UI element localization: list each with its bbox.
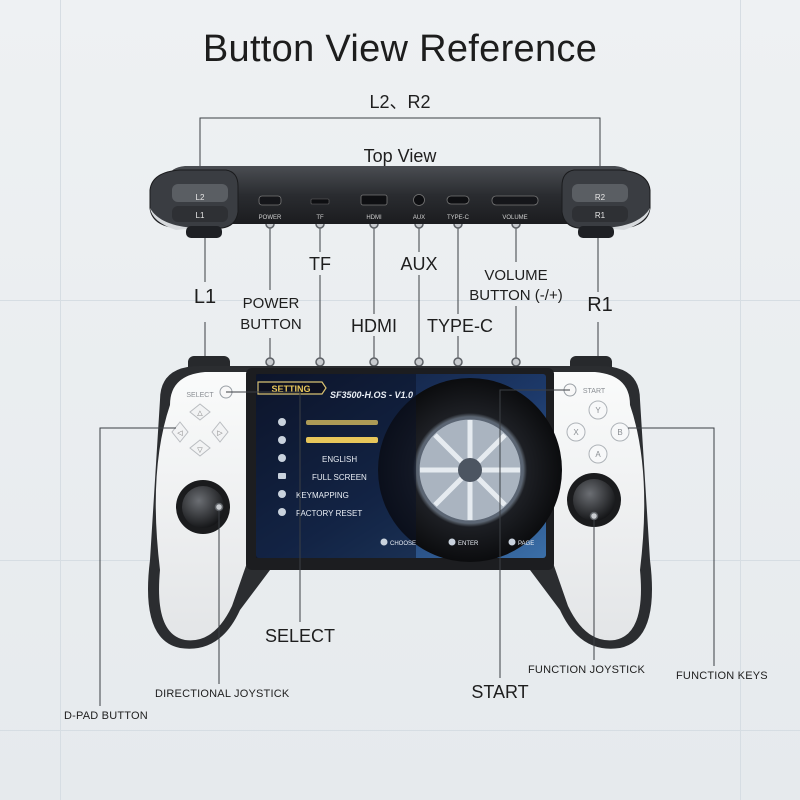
- face-buttons: [566, 400, 630, 464]
- face-a: A: [595, 450, 601, 459]
- directional-joystick: [182, 486, 224, 528]
- menu-fullscreen: FULL SCREEN: [312, 473, 367, 482]
- function-keys-label: FUNCTION KEYS: [676, 670, 768, 682]
- top-view-device: [149, 166, 651, 230]
- l2-r2-label: L2、R2: [369, 92, 431, 112]
- dpad-button-label: D-PAD BUTTON: [64, 710, 148, 722]
- face-y: Y: [595, 406, 601, 415]
- port-typec-marking: TYPE-C: [447, 215, 470, 221]
- port-markings: POWER TF HDMI AUX TYPE-C VOLUME: [259, 215, 528, 221]
- bottom-connector-lines: [99, 389, 715, 706]
- menu-english: ENGLISH: [322, 455, 357, 464]
- bg-grid-line: [60, 0, 61, 800]
- function-joystick: [573, 479, 615, 521]
- dpad: △ ▽ ◁ ▷: [171, 403, 229, 457]
- top-bumper-cylinders: [186, 226, 614, 238]
- svg-text:▷: ▷: [217, 430, 223, 437]
- r1-marking: R1: [595, 211, 606, 220]
- top-connector-lines: [199, 117, 601, 358]
- face-x: X: [573, 428, 579, 437]
- footer-page: PAGE: [518, 541, 534, 547]
- r1-label: R1: [587, 294, 613, 316]
- bg-grid-line: [0, 300, 800, 301]
- tf-label: TF: [309, 254, 331, 274]
- screen-wheel-graphic: [378, 378, 562, 562]
- footer-enter: ENTER: [458, 541, 479, 547]
- bg-grid-line: [0, 730, 800, 731]
- directional-joystick-label: DIRECTIONAL JOYSTICK: [155, 688, 290, 700]
- svg-text:◁: ◁: [177, 430, 183, 437]
- top-view-label: Top View: [363, 146, 437, 166]
- setting-badge: SETTING: [271, 384, 310, 394]
- hdmi-label: HDMI: [351, 316, 397, 336]
- bg-grid-line: [740, 0, 741, 800]
- port-volume-marking: VOLUME: [502, 215, 527, 221]
- l1-label: L1: [193, 286, 217, 308]
- volume-button-label: VOLUME BUTTON (-/+): [469, 267, 563, 304]
- power-button-label: POWER BUTTON: [240, 295, 302, 333]
- start-label: START: [471, 682, 529, 702]
- r2-marking: R2: [595, 193, 606, 202]
- l2-marking: L2: [196, 193, 205, 202]
- front-device: △ ▽ ◁ ▷: [148, 356, 652, 649]
- menu-keymapping: KEYMAPPING: [296, 491, 349, 500]
- l1-marking: L1: [196, 211, 205, 220]
- top-device-text: L2 L1 R2 R1: [196, 193, 606, 220]
- type-c-label: TYPE-C: [426, 316, 493, 336]
- svg-text:△: △: [197, 410, 203, 417]
- function-joystick-label: FUNCTION JOYSTICK: [528, 664, 646, 676]
- firmware-version: SF3500-H.OS - V1.0: [330, 390, 413, 400]
- aux-label: AUX: [400, 254, 438, 274]
- menu-factory-reset: FACTORY RESET: [296, 509, 362, 518]
- footer-choose: CHOOSE: [390, 541, 416, 547]
- port-hdmi-marking: HDMI: [366, 215, 382, 221]
- select-label: SELECT: [264, 626, 336, 646]
- svg-text:▽: ▽: [197, 447, 203, 454]
- diagram-title: Button View Reference: [202, 28, 598, 70]
- select-marking: SELECT: [186, 392, 214, 399]
- port-power-marking: POWER: [259, 215, 282, 221]
- port-tf-marking: TF: [316, 215, 324, 221]
- start-marking: START: [583, 388, 606, 395]
- face-b: B: [617, 428, 622, 437]
- screen-ui: SETTING SF3500-H.OS - V1.0 ENGLISH FULL …: [186, 384, 622, 547]
- port-aux-marking: AUX: [413, 215, 425, 221]
